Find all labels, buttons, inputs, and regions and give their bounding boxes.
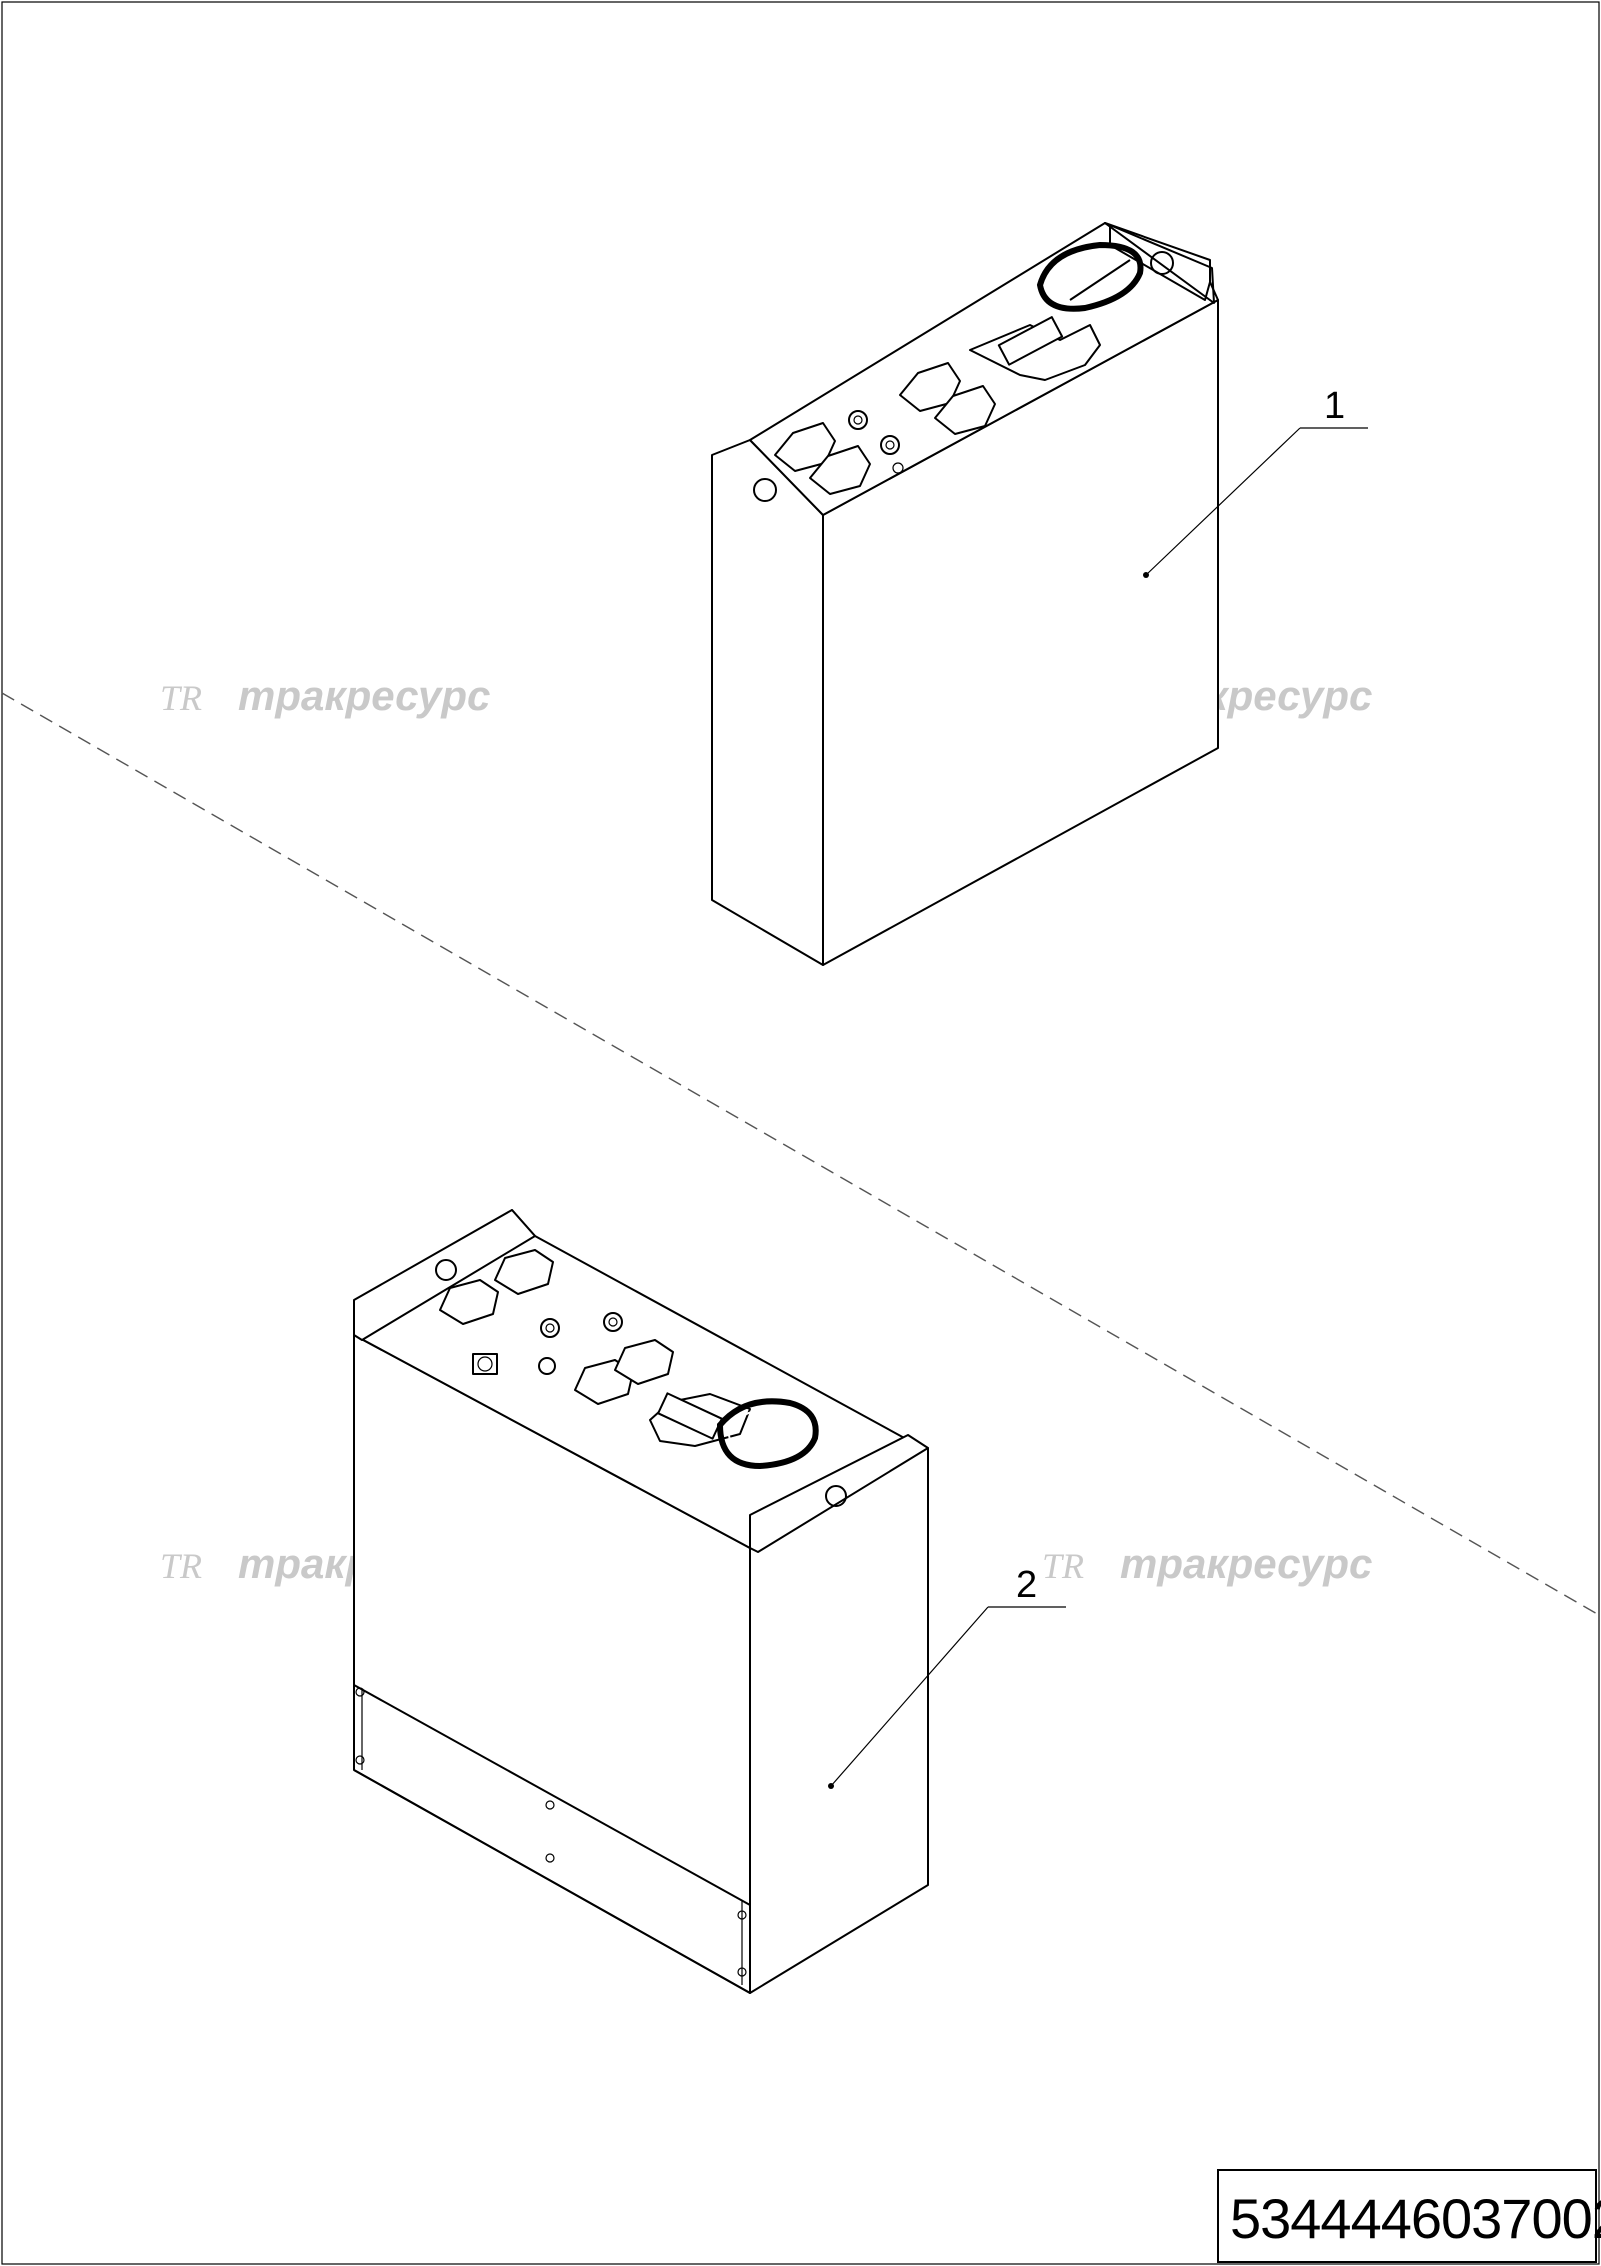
watermark-logo: TR xyxy=(1042,1546,1084,1586)
battery-2-bottom-band xyxy=(353,1684,751,1906)
callout-1-label: 1 xyxy=(1324,385,1345,427)
battery-part-1: 1 xyxy=(711,222,1368,966)
watermark-text: тракресурс xyxy=(1120,1540,1372,1587)
callout-2-label: 2 xyxy=(1016,1564,1037,1606)
battery-1-connectors xyxy=(774,241,1144,495)
watermark-1: TR тракресурс xyxy=(160,672,490,719)
watermark-text: тракресурс xyxy=(238,672,490,719)
watermark-logo: TR xyxy=(160,1546,202,1586)
battery-2-end-plate xyxy=(353,1209,536,1341)
part-number-frame xyxy=(1217,2169,1597,2263)
battery-2-hole xyxy=(435,1259,457,1281)
battery-2-hole xyxy=(825,1485,847,1507)
callout-2-leader xyxy=(830,1606,989,1787)
callout-1-leader xyxy=(1145,427,1301,576)
battery-2-connectors xyxy=(439,1249,819,1470)
battery-part-2: 2 xyxy=(353,1209,1066,1994)
watermark-logo: TR xyxy=(160,678,202,718)
part-number-box: 5344446037002 xyxy=(1217,2169,1601,2263)
battery-1-hole xyxy=(1150,251,1174,275)
battery-2-end-plate xyxy=(749,1434,929,1553)
watermark-4: TR тракресурс xyxy=(1042,1540,1372,1587)
battery-1-side xyxy=(711,439,824,966)
part-number: 5344446037002 xyxy=(1230,2187,1601,2250)
battery-1-hole xyxy=(753,478,777,502)
